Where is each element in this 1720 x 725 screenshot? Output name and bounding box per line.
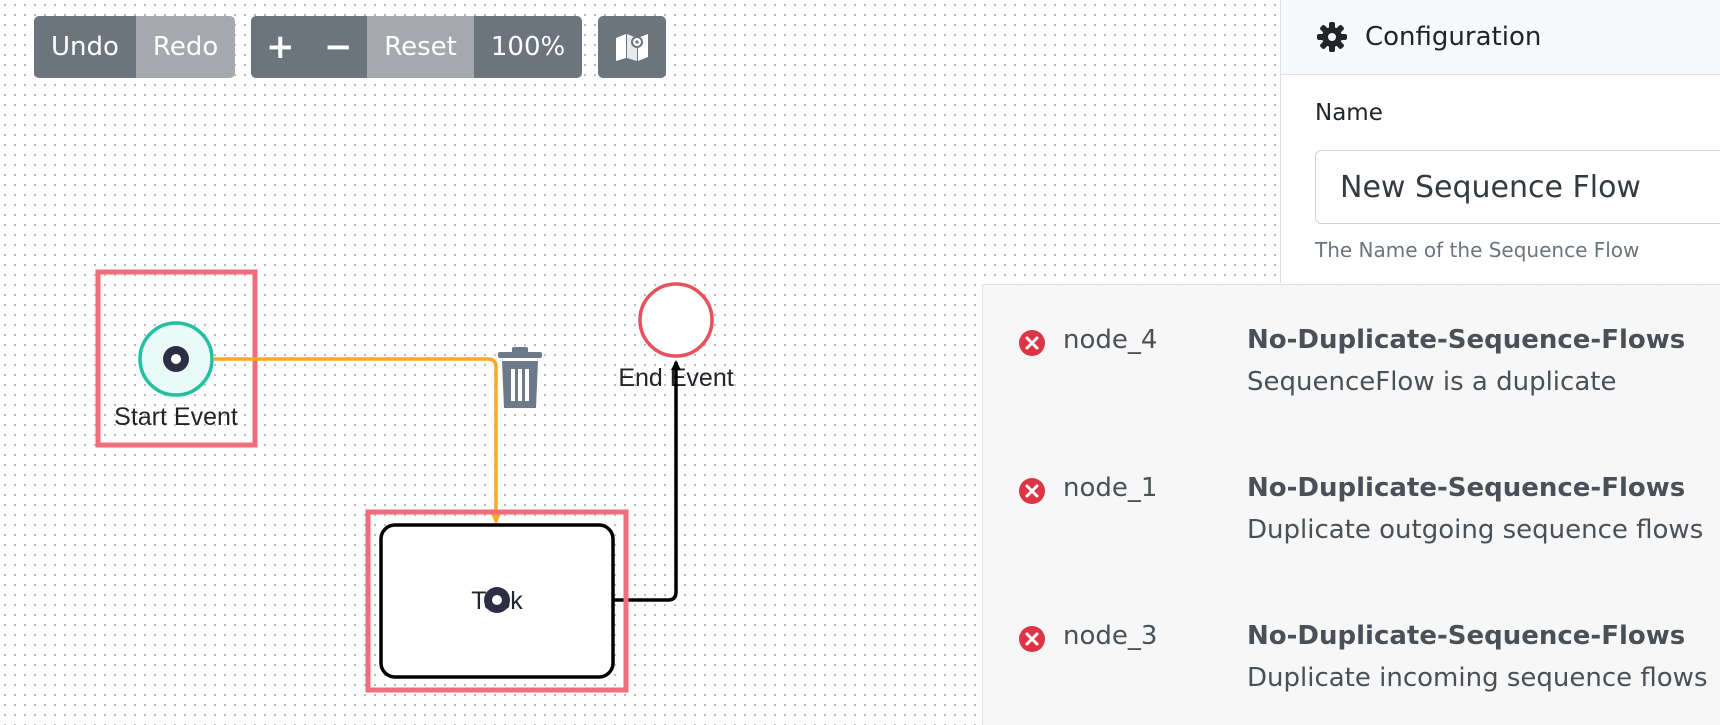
plus-icon: + <box>265 27 295 67</box>
undo-button[interactable]: Undo <box>34 16 136 78</box>
configuration-panel: Configuration Name The Name of the Seque… <box>1280 0 1720 283</box>
issue-rule: No-Duplicate-Sequence-Flows <box>1247 325 1686 355</box>
issue-message: SequenceFlow is a duplicate <box>1247 367 1617 397</box>
validation-issue[interactable]: node_3 No-Duplicate-Sequence-Flows Dupli… <box>983 581 1720 701</box>
end-event[interactable] <box>638 282 714 358</box>
zoom-in-button[interactable]: + <box>251 16 310 78</box>
trash-icon[interactable] <box>498 347 542 408</box>
issue-message: Duplicate outgoing sequence flows <box>1247 515 1704 545</box>
validation-issues-panel: node_4 No-Duplicate-Sequence-Flows Seque… <box>982 284 1720 725</box>
zoom-level-indicator: 100% <box>473 16 583 78</box>
error-circle-icon <box>1019 478 1045 504</box>
validation-issue[interactable]: node_1 No-Duplicate-Sequence-Flows Dupli… <box>983 433 1720 553</box>
task-error-highlight <box>365 509 629 693</box>
issue-rule: No-Duplicate-Sequence-Flows <box>1247 621 1686 651</box>
name-field-help: The Name of the Sequence Flow <box>1315 238 1640 262</box>
issue-node-id: node_4 <box>1063 325 1158 355</box>
sequence-flow-task-to-end[interactable] <box>612 360 681 602</box>
issue-node-id: node_1 <box>1063 473 1158 503</box>
zoom-button-group: + − Reset 100% <box>251 16 583 78</box>
issue-message: Duplicate incoming sequence flows <box>1247 663 1708 693</box>
map-icon <box>616 34 649 61</box>
name-field-label: Name <box>1315 100 1383 126</box>
toolbar: Undo Redo + − Reset 100% <box>34 16 667 78</box>
configuration-header[interactable]: Configuration <box>1281 0 1720 75</box>
name-input[interactable] <box>1315 150 1720 224</box>
error-circle-icon <box>1019 330 1045 356</box>
sequence-flow-start-to-task[interactable] <box>214 357 501 524</box>
reset-zoom-button[interactable]: Reset <box>367 16 474 78</box>
issue-node-id: node_3 <box>1063 621 1158 651</box>
connection-handle[interactable] <box>484 587 510 613</box>
minimap-toggle-button[interactable] <box>598 16 667 78</box>
minus-icon: − <box>323 27 353 67</box>
configuration-title: Configuration <box>1365 22 1542 52</box>
redo-button[interactable]: Redo <box>135 16 236 78</box>
issue-rule: No-Duplicate-Sequence-Flows <box>1247 473 1686 503</box>
error-circle-icon <box>1019 626 1045 652</box>
diagram-canvas[interactable]: Start Event End Event Task <box>0 0 980 724</box>
gear-icon <box>1317 22 1347 52</box>
validation-issue[interactable]: node_4 No-Duplicate-Sequence-Flows Seque… <box>983 285 1720 405</box>
zoom-out-button[interactable]: − <box>309 16 368 78</box>
history-button-group: Undo Redo <box>34 16 236 78</box>
start-event[interactable] <box>138 321 214 397</box>
start-event-label: Start Event <box>114 403 238 431</box>
